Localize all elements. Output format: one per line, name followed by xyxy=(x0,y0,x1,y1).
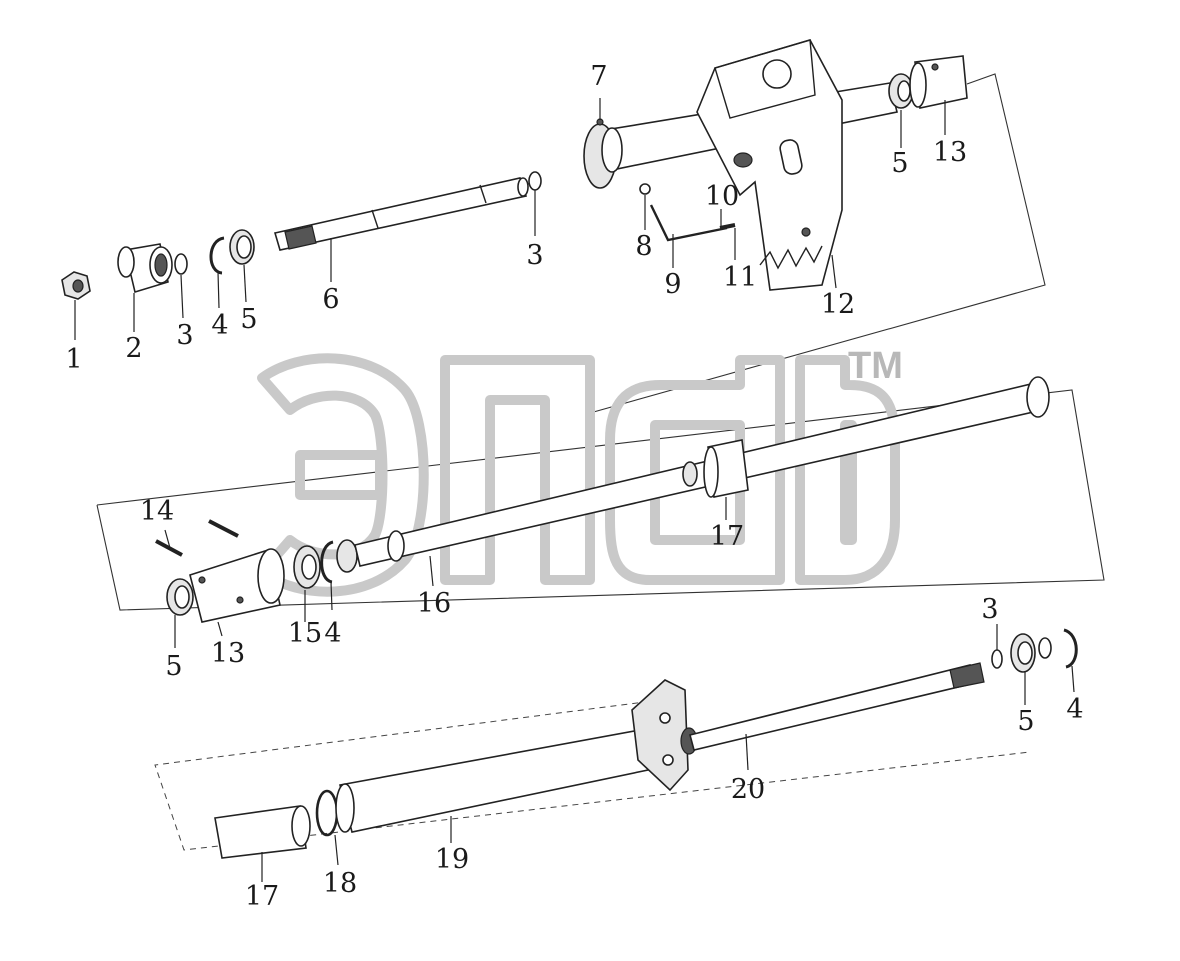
callout-4-b: 4 xyxy=(324,618,341,649)
part-1-nut xyxy=(61,271,91,300)
part-17-tube-b xyxy=(214,805,311,859)
part-13-tube-a xyxy=(909,55,968,109)
callout-3: 3 xyxy=(176,320,193,351)
part-14-pin-a xyxy=(155,539,183,557)
watermark-letter-b xyxy=(795,355,900,585)
part-14-pin-b xyxy=(208,519,239,538)
callout-5: 5 xyxy=(240,304,257,335)
callout-10: 10 xyxy=(705,181,739,212)
callout-4-c: 4 xyxy=(1066,694,1083,725)
part-4-snap-ring-a xyxy=(209,236,225,275)
part-18-ring xyxy=(315,789,339,837)
part-16-shaft xyxy=(336,376,1050,573)
part-8-plug xyxy=(639,183,651,195)
callout-14: 14 xyxy=(140,496,174,527)
callout-5-b: 5 xyxy=(891,148,908,179)
part-5-bearing-b xyxy=(888,73,914,109)
top-parts xyxy=(61,39,968,300)
callout-13-b: 13 xyxy=(211,638,245,669)
part-5-bearing-a xyxy=(229,229,255,265)
part-9-bent-pin xyxy=(649,204,728,242)
callout-9: 9 xyxy=(664,269,681,300)
part-flange-plate xyxy=(631,679,698,792)
callout-16: 16 xyxy=(417,588,451,619)
part-4-snap-ring-b xyxy=(320,540,334,584)
callout-15: 15 xyxy=(288,618,322,649)
callout-18: 18 xyxy=(323,868,357,899)
middle-parts xyxy=(155,376,1050,623)
callout-5-c: 5 xyxy=(165,651,182,682)
part-20-shaft xyxy=(689,662,985,751)
bottom-parts xyxy=(214,628,1078,859)
part-3-ring-a xyxy=(174,253,188,275)
callout-7: 7 xyxy=(590,61,607,92)
bottom-group-frame xyxy=(154,699,1031,851)
part-3-ring-b xyxy=(528,171,542,191)
part-ring-small xyxy=(1038,637,1052,659)
part-3-ring-c xyxy=(991,649,1003,669)
part-4-snap-ring-c xyxy=(1063,628,1078,669)
callout-11: 11 xyxy=(723,262,757,293)
part-15-bearing xyxy=(293,545,321,589)
callout-5-d: 5 xyxy=(1017,706,1034,737)
callout-labels: 1 2 3 4 5 6 3 7 8 9 10 11 12 5 13 14 5 1… xyxy=(65,61,1083,912)
callout-12: 12 xyxy=(821,289,855,320)
part-17-sleeve-a xyxy=(682,439,749,498)
callout-13: 13 xyxy=(933,137,967,168)
part-11-spring xyxy=(719,223,736,230)
watermark-logo: TM xyxy=(257,345,903,597)
callout-4: 4 xyxy=(211,310,228,341)
part-5-bearing-d xyxy=(1010,633,1036,673)
part-13-tube-b xyxy=(189,548,285,623)
callout-1: 1 xyxy=(65,344,82,375)
callout-8: 8 xyxy=(635,231,652,262)
part-19-column-tube xyxy=(335,729,649,833)
top-group-frame xyxy=(589,73,1046,414)
callout-17-b: 17 xyxy=(245,881,279,912)
part-6-shaft xyxy=(273,177,529,251)
part-2-bushing xyxy=(117,243,173,294)
callout-2: 2 xyxy=(125,333,142,364)
callout-19: 19 xyxy=(435,844,469,875)
group-frames xyxy=(96,73,1105,851)
callout-17: 17 xyxy=(710,521,744,552)
watermark-trademark: TM xyxy=(848,345,903,387)
watermark-letter-d xyxy=(605,355,785,585)
callout-20: 20 xyxy=(731,774,765,805)
middle-group-frame xyxy=(96,389,1105,611)
callout-3-c: 3 xyxy=(981,594,998,625)
leader-lines xyxy=(74,98,1075,882)
callout-3-b: 3 xyxy=(526,240,543,271)
callout-6: 6 xyxy=(322,284,339,315)
watermark-letter-p xyxy=(440,355,595,585)
part-12-bracket xyxy=(696,39,843,291)
part-5-bearing-c xyxy=(166,578,194,616)
